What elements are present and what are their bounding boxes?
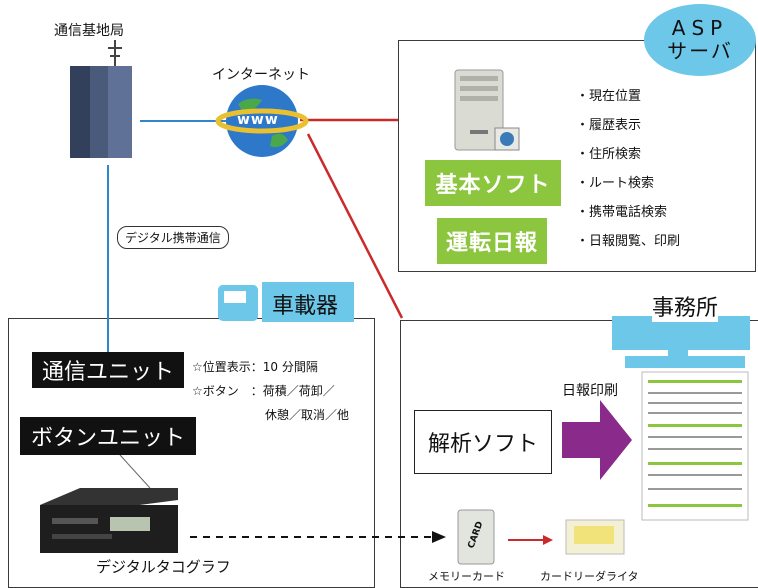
button-spec: ☆ボタン ：荷積／荷卸／	[192, 384, 335, 398]
internet-office-link	[306, 133, 404, 319]
asp-server-bubble: ASP サーバ	[644, 4, 756, 76]
vehicle-unit-label: 車載器	[272, 294, 339, 319]
feature-item: ・履歴表示	[576, 118, 642, 133]
asp-feature-list: ・現在位置 ・履歴表示 ・住所検索 ・ルート検索 ・携帯電話検索 ・日報閲覧、印…	[576, 82, 680, 256]
feature-item: ・携帯電話検索	[576, 205, 668, 220]
internet-label: インターネット	[212, 67, 310, 83]
daily-print-label: 日報印刷	[562, 383, 618, 399]
position-spec: ☆位置表示：10 分間隔	[192, 360, 318, 374]
comm-unit-box: 通信ユニット	[32, 352, 184, 388]
button-unit-box: ボタンユニット	[20, 417, 196, 455]
feature-item: ・ルート検索	[576, 176, 655, 191]
digital-comm-label: デジタル携帯通信	[117, 226, 229, 249]
memory-card-label: メモリーカード	[428, 570, 505, 583]
www-label: www	[237, 112, 279, 128]
globe-icon	[215, 85, 309, 157]
feature-item: ・住所検索	[576, 147, 642, 162]
feature-item: ・日報閲覧、印刷	[576, 234, 681, 249]
server-label: サーバ	[667, 39, 733, 63]
card-reader-label: カードリーダライタ	[540, 570, 639, 583]
base-station-label: 通信基地局	[54, 23, 124, 39]
button-spec-cont: 休憩／取消／他	[265, 408, 350, 422]
driving-report-box: 運転日報	[437, 218, 547, 264]
feature-item: ・現在位置	[576, 89, 642, 104]
tachograph-label: デジタルタコグラフ	[96, 558, 231, 576]
analysis-software-box: 解析ソフト	[414, 410, 552, 474]
office-label: 事務所	[652, 290, 719, 322]
base-station-icon	[70, 40, 132, 158]
asp-label: ASP	[671, 16, 729, 40]
basic-software-box: 基本ソフト	[425, 160, 561, 206]
